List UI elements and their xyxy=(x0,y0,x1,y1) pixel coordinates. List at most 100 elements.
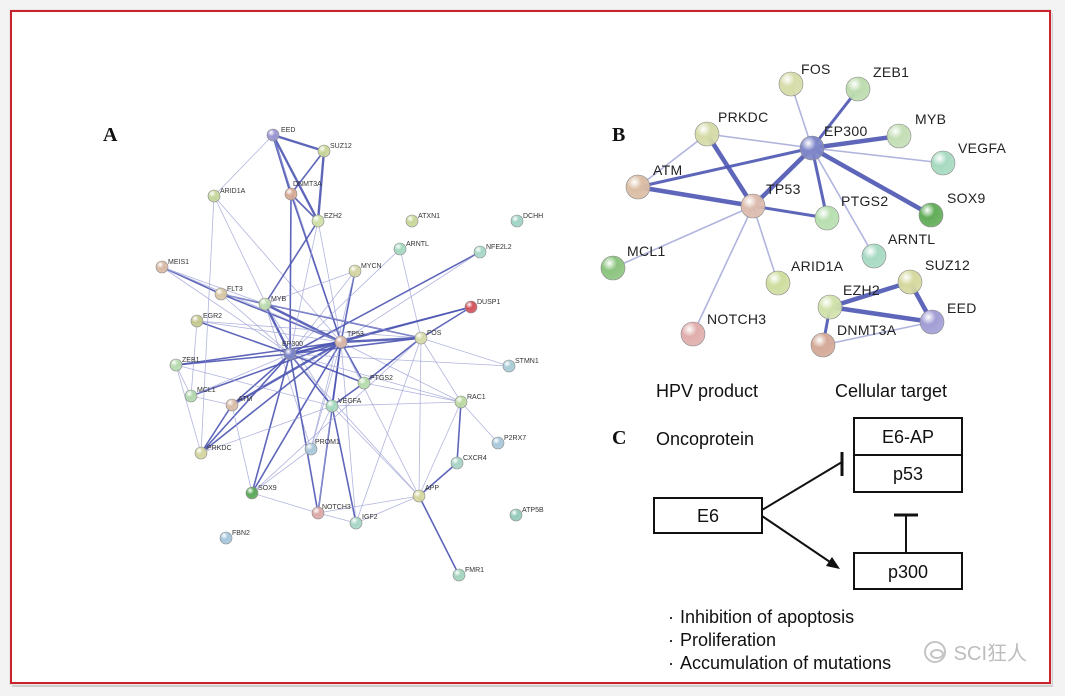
net-a-edge-tp53-ep300 xyxy=(289,340,342,356)
net-a-label-nfe2l2: NFE2L2 xyxy=(486,244,512,251)
outcome-item: ·Accumulation of mutations xyxy=(668,653,891,673)
outcomes-list: ·Inhibition of apoptosis ·Proliferation … xyxy=(668,607,891,673)
net-b-label-ep300: EP300 xyxy=(824,123,868,139)
net-a-edge-ezh2-tp53 xyxy=(317,220,342,343)
net-a-label-ezh2: EZH2 xyxy=(324,213,342,220)
net-a-edge-dnmt3a-ep300 xyxy=(289,193,292,355)
hpv-product-header: HPV product xyxy=(656,381,758,401)
outcome-text: Proliferation xyxy=(680,630,776,650)
net-a-edge-ep300-app xyxy=(289,353,420,497)
net-a-label-igf2: IGF2 xyxy=(362,514,378,521)
net-a-node-flt3 xyxy=(214,287,228,301)
net-a-edge-suz12-dnmt3a xyxy=(290,150,325,195)
net-b-node-mcl1 xyxy=(600,255,626,281)
net-b-node-ptgs2 xyxy=(814,205,840,231)
net-a-edge-flt3-fos xyxy=(220,293,422,339)
net-a-edge-arntl-ep300 xyxy=(289,248,401,355)
net-a-edge-ep300-notch3 xyxy=(289,353,319,514)
net-a-edge-rac1-p2rx7 xyxy=(460,401,499,444)
panel-b-letter: B xyxy=(612,124,625,146)
net-a-node-suz12 xyxy=(317,144,331,158)
net-a-edge-tp53-prkdc xyxy=(200,341,342,454)
net-a-node-egr2 xyxy=(190,314,204,328)
net-b-edge-tp53-ptgs2 xyxy=(752,204,828,220)
net-a-edge-prkdc-vegfa xyxy=(200,405,333,454)
net-a-edge-fos-igf2 xyxy=(355,337,422,524)
e6-to-p300-arrowhead xyxy=(826,557,840,569)
net-b-label-ezh2: EZH2 xyxy=(843,282,880,298)
wechat-icon xyxy=(923,640,946,663)
net-a-node-app xyxy=(412,489,426,503)
net-a-label-fos: FOS xyxy=(427,330,442,337)
net-a-label-eed: EED xyxy=(281,127,295,134)
net-a-node-igf2 xyxy=(349,516,363,530)
net-b-edge-ep300-prkdc xyxy=(706,133,813,149)
net-a-node-p2rx7 xyxy=(491,436,505,450)
net-a-node-fbn2 xyxy=(219,531,233,545)
net-a-edge-arid1a-prkdc xyxy=(200,195,215,454)
p53-label: p53 xyxy=(893,464,923,484)
cellular-target-header: Cellular target xyxy=(835,381,947,401)
net-b-label-mcl1: MCL1 xyxy=(627,243,666,259)
net-a-edge-sox9-fos xyxy=(251,337,422,494)
net-b-label-eed: EED xyxy=(947,300,977,316)
net-a-node-atxn1 xyxy=(405,214,419,228)
net-a-edge-ptgs2-rac1 xyxy=(363,382,462,403)
net-a-node-ezh2 xyxy=(311,214,325,228)
net-a-edge-notch3-sox9 xyxy=(251,492,319,514)
net-b-edge-prkdc-atm xyxy=(637,133,708,188)
net-a-edge-ep300-rac1 xyxy=(289,353,462,403)
net-b-label-suz12: SUZ12 xyxy=(925,257,970,273)
net-a-node-mycn xyxy=(348,264,362,278)
e6-label: E6 xyxy=(697,506,719,526)
net-a-label-zeb1: ZEB1 xyxy=(182,357,200,364)
net-a-edge-mycn-ep300 xyxy=(289,270,356,355)
net-b-label-sox9: SOX9 xyxy=(947,190,986,206)
net-a-edge-tp53-sox9 xyxy=(251,341,342,494)
net-a-edge-vegfa-app xyxy=(331,405,420,497)
net-b-node-ep300 xyxy=(799,135,825,161)
net-b-edge-ep300-vegfa xyxy=(811,147,944,164)
net-a-edge-fos-stmn1 xyxy=(420,337,510,367)
net-a-label-vegfa: VEGFA xyxy=(338,398,362,405)
net-a-node-dnmt3a xyxy=(284,187,298,201)
net-a-node-dusp1 xyxy=(464,300,478,314)
net-a-node-cxcr4 xyxy=(450,456,464,470)
net-b-node-arntl xyxy=(861,243,887,269)
e6-box xyxy=(653,497,763,534)
net-a-edge-ezh2-ep300 xyxy=(289,220,319,355)
net-a-edge-egr2-mcl1 xyxy=(190,320,198,397)
net-b-label-vegfa: VEGFA xyxy=(958,140,1007,156)
net-b-label-ptgs2: PTGS2 xyxy=(841,193,888,209)
net-b-node-sox9 xyxy=(918,202,944,228)
net-a-edge-mycn-myb xyxy=(264,270,356,305)
net-a-edge-ep300-ptgs2 xyxy=(289,353,365,384)
net-a-edge-dnmt3a-ezh2 xyxy=(290,193,319,222)
net-a-label-dnmt3a: DNMT3A xyxy=(293,181,322,188)
net-a-edge-notch3-igf2 xyxy=(317,512,357,524)
network-a-edges xyxy=(161,133,510,576)
net-a-label-dchh: DCHH xyxy=(523,213,543,220)
net-a-label-dusp1: DUSP1 xyxy=(477,299,500,306)
net-a-edge-ptgs2-vegfa xyxy=(331,382,365,407)
net-a-edge-nfe2l2-tp53 xyxy=(340,251,481,343)
net-a-edge-myb-tp53 xyxy=(264,302,342,344)
net-a-edge-ezh2-myb xyxy=(264,220,319,305)
net-a-node-rac1 xyxy=(454,395,468,409)
net-a-edge-tp53-app xyxy=(340,341,420,497)
net-b-edge-ep300-myb xyxy=(811,133,900,151)
net-a-node-ep300 xyxy=(283,347,297,361)
panel-c-letter: C xyxy=(612,427,626,449)
net-a-node-zeb1 xyxy=(169,358,183,372)
e6-to-p53-inhibition-line xyxy=(761,461,843,511)
panel-a-letter: A xyxy=(103,124,118,146)
net-b-node-vegfa xyxy=(930,150,956,176)
net-a-edge-atm-prkdc xyxy=(200,404,233,454)
net-b-node-suz12 xyxy=(897,269,923,295)
net-a-edge-egr2-tp53 xyxy=(196,320,342,343)
net-a-node-vegfa xyxy=(325,399,339,413)
